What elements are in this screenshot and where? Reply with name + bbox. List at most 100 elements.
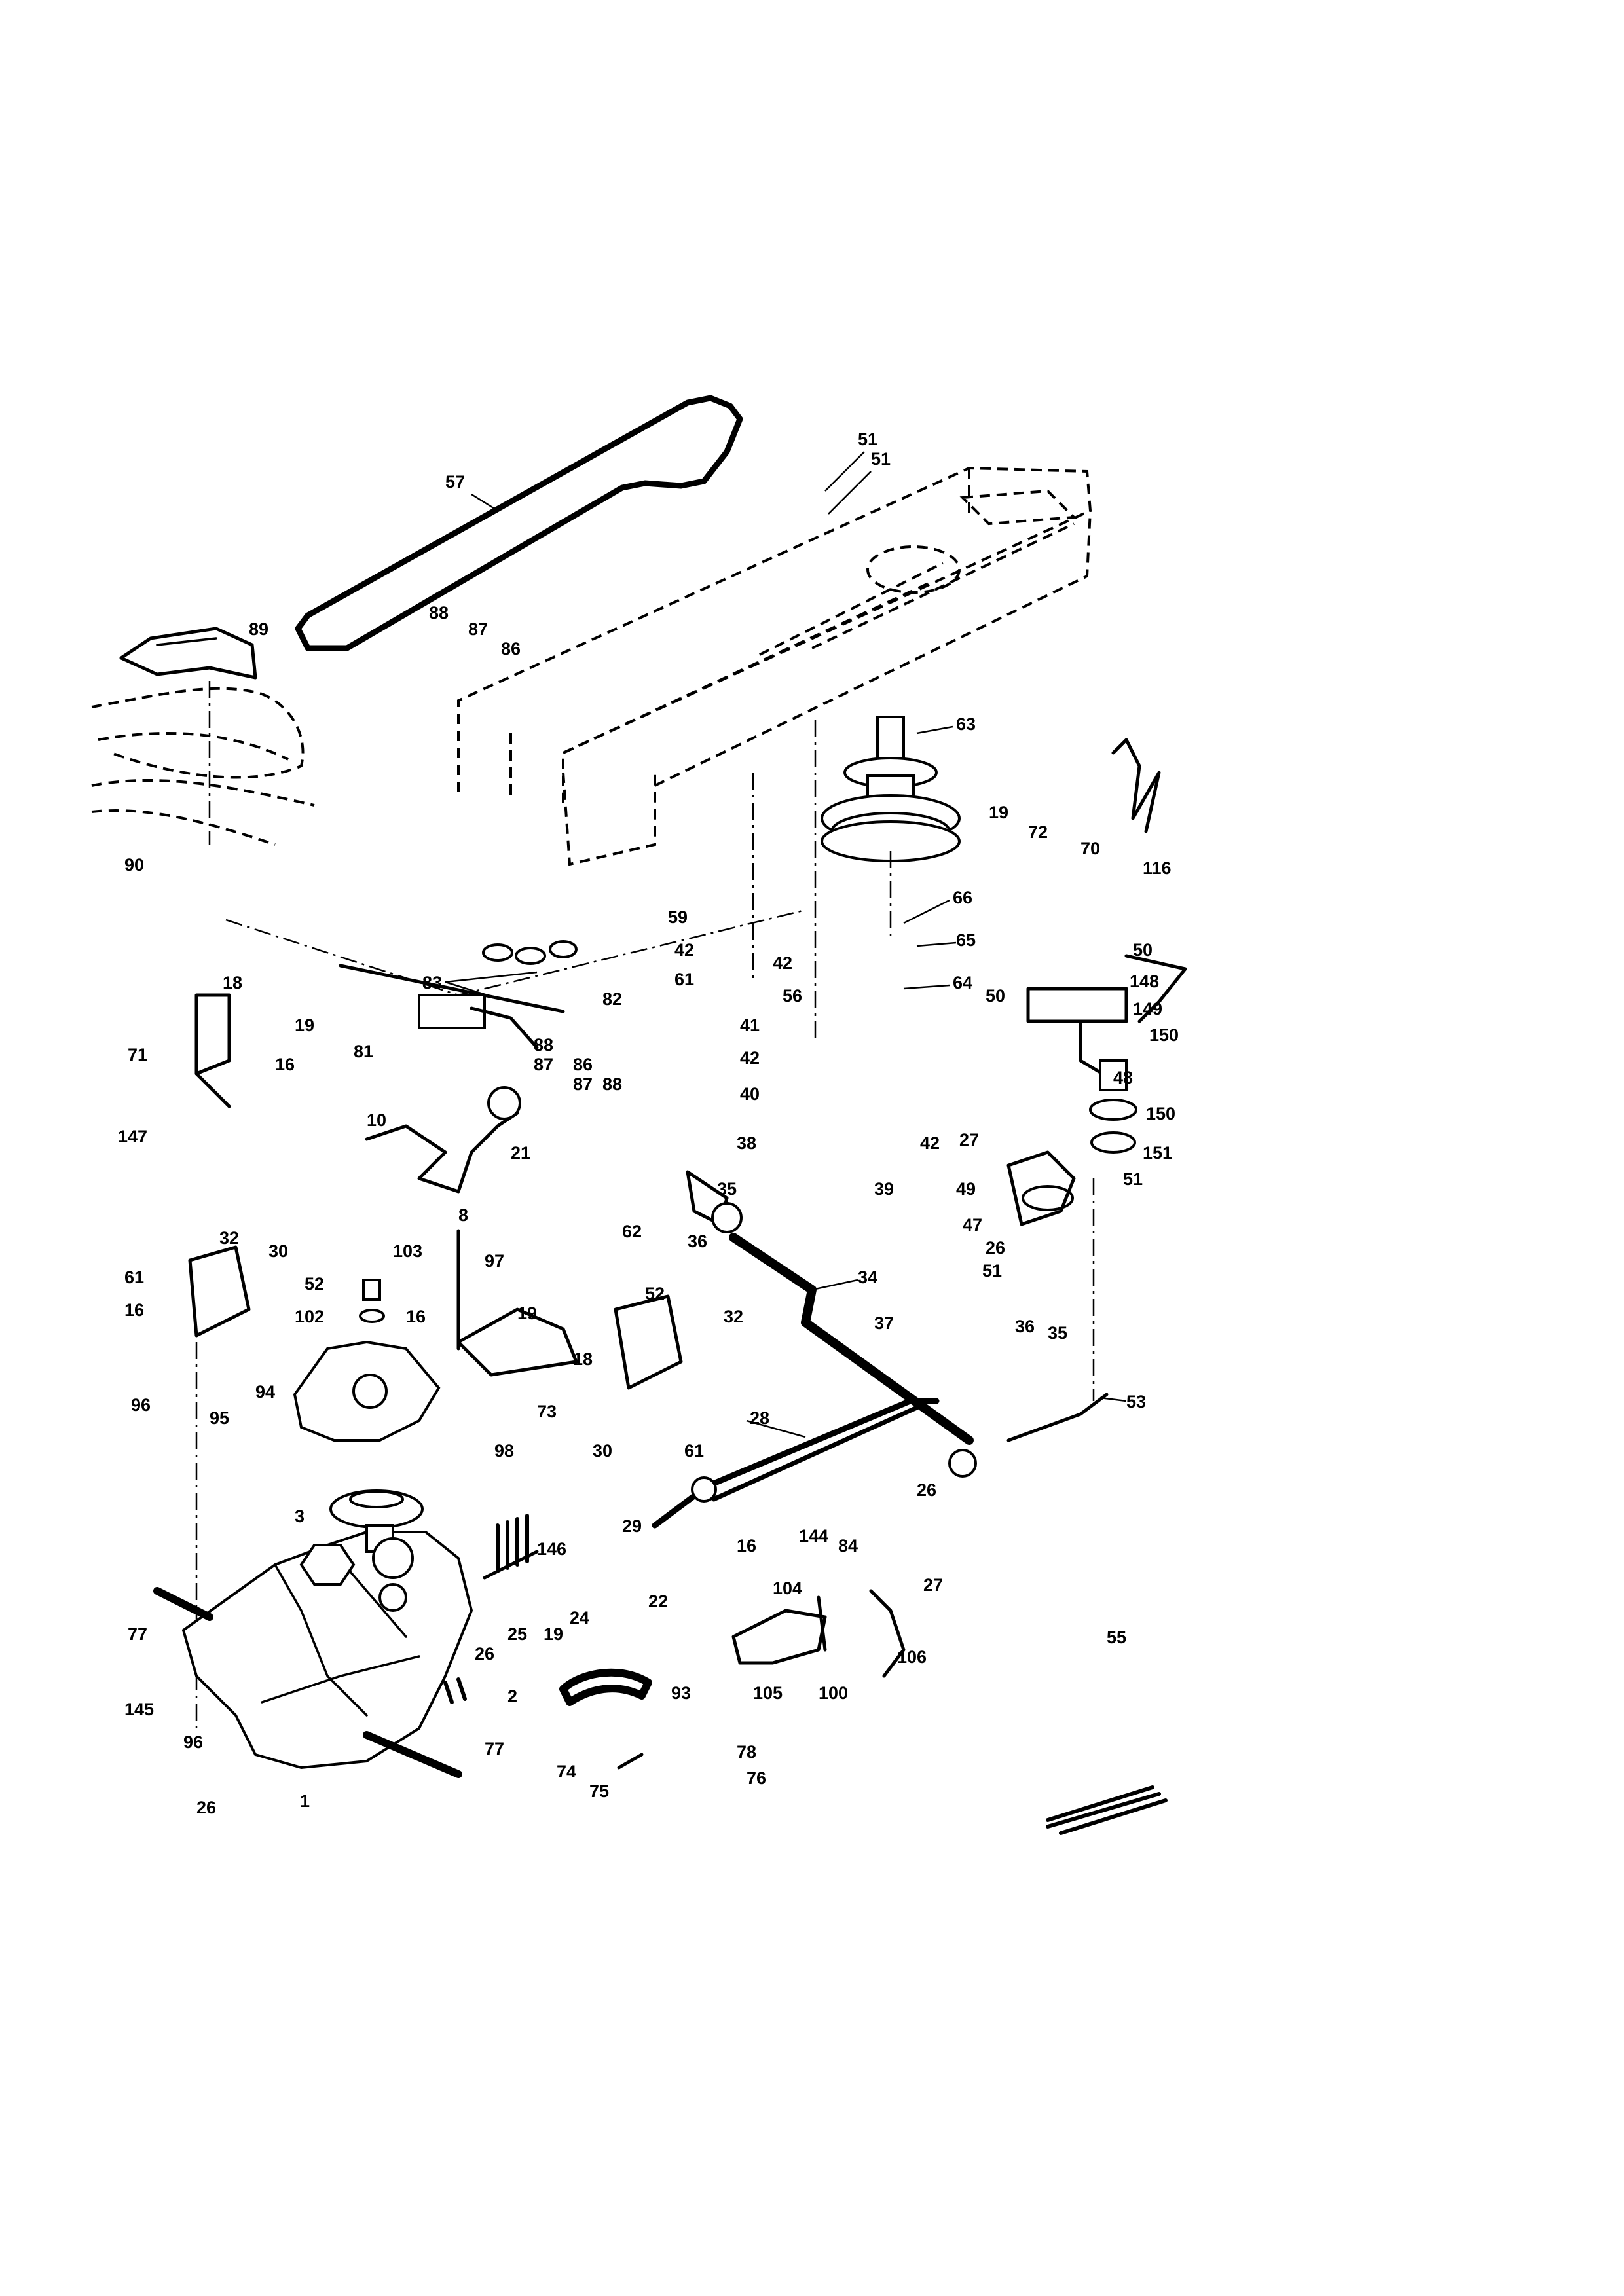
label-145: 145 <box>124 1700 154 1719</box>
label-19: 19 <box>989 803 1008 822</box>
label-16: 16 <box>406 1307 426 1326</box>
label-104: 104 <box>773 1578 802 1598</box>
label-41: 41 <box>740 1015 760 1035</box>
label-25: 25 <box>507 1624 527 1644</box>
label-19: 19 <box>544 1624 563 1644</box>
left-brackets <box>188 993 683 1728</box>
label-76: 76 <box>747 1768 766 1788</box>
label-56: 56 <box>783 986 802 1006</box>
label-102: 102 <box>295 1307 324 1326</box>
bypass-linkage <box>443 1514 1168 1835</box>
label-90: 90 <box>124 855 144 875</box>
label-48: 48 <box>1113 1068 1133 1087</box>
label-116: 116 <box>1143 858 1172 878</box>
label-88: 88 <box>534 1035 553 1055</box>
label-78: 78 <box>737 1742 756 1762</box>
label-147: 147 <box>118 1127 147 1146</box>
label-18: 18 <box>223 973 242 993</box>
label-146: 146 <box>537 1539 566 1559</box>
label-86: 86 <box>573 1055 593 1074</box>
label-49: 49 <box>956 1179 976 1199</box>
label-53: 53 <box>1126 1392 1146 1412</box>
label-26: 26 <box>196 1798 216 1817</box>
label-30: 30 <box>268 1241 288 1261</box>
label-63: 63 <box>956 714 976 734</box>
label-62: 62 <box>622 1222 642 1241</box>
label-3: 3 <box>295 1506 304 1526</box>
label-37: 37 <box>874 1313 894 1333</box>
label-70: 70 <box>1080 839 1100 858</box>
label-73: 73 <box>537 1402 557 1421</box>
chassis-frame <box>457 466 1092 866</box>
shift-linkage <box>225 909 806 1194</box>
label-47: 47 <box>963 1215 982 1235</box>
label-84: 84 <box>838 1536 858 1556</box>
idler-spindle <box>752 716 961 1041</box>
fender-assembly <box>91 627 315 846</box>
label-21: 21 <box>511 1143 530 1163</box>
label-87: 87 <box>468 619 488 639</box>
leader-lines <box>445 451 1127 1438</box>
label-88: 88 <box>429 603 449 623</box>
label-36: 36 <box>688 1231 707 1251</box>
label-64: 64 <box>953 973 972 993</box>
label-51: 51 <box>871 449 891 469</box>
label-35: 35 <box>717 1179 737 1199</box>
label-52: 52 <box>304 1274 324 1294</box>
label-59: 59 <box>668 907 688 927</box>
label-29: 29 <box>622 1516 642 1536</box>
label-148: 148 <box>1130 972 1159 991</box>
label-51: 51 <box>1123 1169 1143 1189</box>
label-40: 40 <box>740 1084 760 1104</box>
label-50: 50 <box>1133 940 1153 960</box>
label-77: 77 <box>485 1739 504 1758</box>
label-97: 97 <box>485 1251 504 1271</box>
label-149: 149 <box>1133 999 1162 1019</box>
label-89: 89 <box>249 619 268 639</box>
label-66: 66 <box>953 888 972 907</box>
label-82: 82 <box>602 989 622 1009</box>
label-87: 87 <box>534 1055 553 1074</box>
label-18: 18 <box>573 1349 593 1369</box>
label-61: 61 <box>124 1267 144 1287</box>
control-rods <box>652 1170 1109 1529</box>
label-98: 98 <box>494 1441 514 1461</box>
label-74: 74 <box>557 1762 576 1781</box>
label-94: 94 <box>255 1382 275 1402</box>
label-16: 16 <box>737 1536 756 1556</box>
label-150: 150 <box>1149 1025 1179 1045</box>
label-22: 22 <box>648 1592 668 1611</box>
label-32: 32 <box>219 1228 239 1248</box>
callout-labels: 57 51 51 89 88 87 86 63 19 72 70 116 90 … <box>118 429 1179 1817</box>
brake-bracket <box>1006 738 1187 1401</box>
label-51: 51 <box>982 1261 1002 1281</box>
label-10: 10 <box>367 1110 386 1130</box>
label-19: 19 <box>295 1015 314 1035</box>
label-39: 39 <box>874 1179 894 1199</box>
label-65: 65 <box>956 930 976 950</box>
label-95: 95 <box>210 1408 229 1428</box>
label-26: 26 <box>917 1480 936 1500</box>
label-61: 61 <box>674 970 694 989</box>
label-86: 86 <box>501 639 521 659</box>
label-16: 16 <box>275 1055 295 1074</box>
label-35: 35 <box>1048 1323 1067 1343</box>
label-27: 27 <box>959 1130 979 1150</box>
label-42: 42 <box>674 940 694 960</box>
drive-belt <box>295 395 743 651</box>
label-36: 36 <box>1015 1317 1035 1336</box>
label-42: 42 <box>920 1133 940 1153</box>
label-77: 77 <box>128 1624 147 1644</box>
label-30: 30 <box>593 1441 612 1461</box>
label-151: 151 <box>1143 1143 1172 1163</box>
label-87: 87 <box>573 1074 593 1094</box>
label-38: 38 <box>737 1133 756 1153</box>
label-32: 32 <box>724 1307 743 1326</box>
label-27: 27 <box>923 1575 943 1595</box>
label-61: 61 <box>684 1441 704 1461</box>
label-8: 8 <box>458 1205 468 1225</box>
label-150: 150 <box>1146 1104 1175 1123</box>
label-34: 34 <box>858 1267 877 1287</box>
label-55: 55 <box>1107 1628 1126 1647</box>
